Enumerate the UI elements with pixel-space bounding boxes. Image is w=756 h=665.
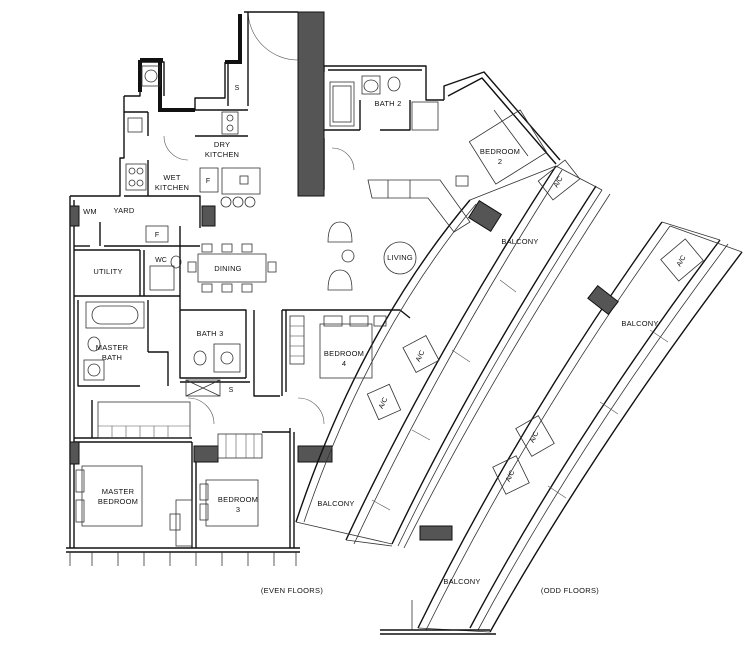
interior-walls: [74, 100, 411, 548]
label-living: LIVING: [387, 253, 413, 262]
fixture-labels: S S F F A/C A/C A/C A/C A/C A/C: [155, 85, 688, 483]
structural-columns: [69, 11, 503, 465]
label-bedroom-4-1: BEDROOM: [324, 349, 364, 358]
label-ac-3: A/C: [378, 397, 389, 411]
caption-odd-floors: (ODD FLOORS): [541, 586, 599, 595]
label-bedroom-2-2: 2: [498, 157, 502, 166]
label-dry-kitchen-1: DRY: [214, 140, 230, 149]
label-wet-kitchen-1: WET: [163, 173, 180, 182]
caption-even-floors: (EVEN FLOORS): [261, 586, 323, 595]
label-master-bedroom-2: BEDROOM: [98, 497, 138, 506]
label-ac-1: A/C: [553, 175, 565, 189]
label-wet-kitchen-2: KITCHEN: [155, 183, 189, 192]
label-bedroom-3-2: 3: [236, 505, 240, 514]
label-bath-3: BATH 3: [197, 329, 224, 338]
label-bedroom-3-1: BEDROOM: [218, 495, 258, 504]
aircon-ledges: [366, 159, 581, 421]
label-yard: YARD: [113, 206, 134, 215]
odd-floor-plan: [380, 221, 743, 635]
label-bedroom-4-2: 4: [342, 359, 346, 368]
label-ac-5: A/C: [529, 431, 540, 445]
label-dining: DINING: [214, 264, 241, 273]
label-ac-6: A/C: [505, 470, 516, 484]
label-wc: WC: [155, 257, 167, 264]
label-balcony-odd-lower: BALCONY: [443, 577, 480, 586]
label-master-bath-2: BATH: [102, 353, 122, 362]
label-balcony-upper: BALCONY: [501, 237, 538, 246]
label-dry-kitchen-2: KITCHEN: [205, 150, 239, 159]
label-master-bedroom-1: MASTER: [102, 487, 135, 496]
label-wm: WM: [83, 207, 97, 216]
label-shaft-bottom: S: [229, 387, 234, 394]
bottom-window-mullions: [69, 552, 297, 566]
label-balcony-odd-upper: BALCONY: [621, 319, 658, 328]
balcony-edges: [295, 165, 611, 549]
captions: (EVEN FLOORS) (ODD FLOORS): [261, 586, 599, 595]
room-labels: DRY KITCHEN WET KITCHEN YARD WM UTILITY …: [83, 99, 658, 586]
label-bedroom-2-1: BEDROOM: [480, 147, 520, 156]
label-fridge-yard: F: [155, 232, 159, 239]
label-fridge-dry: F: [206, 178, 210, 185]
label-shaft-top: S: [235, 85, 240, 92]
outer-walls: [66, 11, 561, 553]
even-floor-plan: [66, 11, 611, 566]
label-ac-4: A/C: [676, 254, 688, 268]
furniture: [75, 65, 548, 547]
label-master-bath-1: MASTER: [96, 343, 129, 352]
label-bath-2: BATH 2: [375, 99, 402, 108]
label-balcony-lower: BALCONY: [317, 499, 354, 508]
label-ac-2: A/C: [415, 350, 426, 364]
label-utility: UTILITY: [93, 267, 122, 276]
